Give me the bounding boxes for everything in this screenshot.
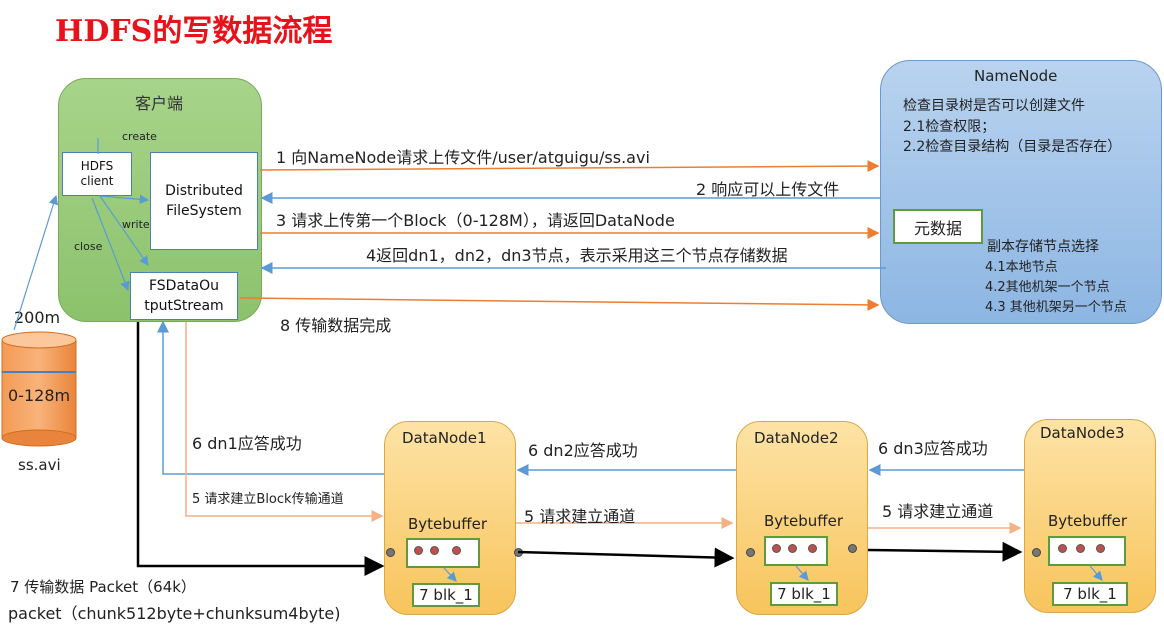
packet-dot	[788, 544, 797, 553]
step-6-dn3-label: 6 dn3应答成功	[878, 439, 988, 458]
datanode2-buffer-box	[764, 536, 828, 566]
fsdataoutputstream-box: FSDataOu tputStream	[130, 272, 238, 320]
datanode3-title: DataNode3	[1040, 424, 1125, 442]
file-block-label: 0-128m	[8, 386, 71, 405]
port-dot	[1032, 548, 1041, 557]
packet-definition-label: packet（chunk512byte+chunksum4byte)	[8, 604, 341, 623]
packet-dot	[772, 544, 781, 553]
metadata-box: 元数据	[893, 209, 983, 244]
distributed-filesystem-box: Distributed FileSystem	[150, 152, 258, 250]
create-label: create	[122, 130, 157, 143]
step-5-channel-dn2-label: 5 请求建立通道	[524, 507, 636, 526]
replica-title: 副本存储节点选择	[987, 239, 1099, 255]
client-title: 客户端	[134, 94, 183, 113]
step-7-packet-label: 7 传输数据 Packet（64k）	[10, 578, 196, 596]
port-dot	[746, 548, 755, 557]
namenode-check-3: 2.2检查目录结构（目录是否存在）	[903, 139, 1122, 155]
step-4-label: 4返回dn1，dn2，dn3节点，表示采用这三个节点存储数据	[366, 246, 788, 265]
datanode3-panel	[1024, 419, 1156, 613]
write-label: write	[122, 218, 150, 231]
step-1-label: 1 向NameNode请求上传文件/user/atguigu/ss.avi	[276, 148, 650, 167]
namenode-panel	[880, 60, 1162, 324]
file-size-label: 200m	[14, 308, 61, 327]
port-dot	[848, 544, 857, 553]
step-8-label: 8 传输数据完成	[280, 316, 392, 335]
packet-dot	[1076, 544, 1085, 553]
replica-item-1: 4.1本地节点	[985, 260, 1058, 275]
packet-dot	[808, 544, 817, 553]
datanode1-title: DataNode1	[402, 429, 487, 447]
step-3-label: 3 请求上传第一个Block（0-128M），请返回DataNode	[276, 211, 675, 230]
datanode1-bytebuffer: Bytebuffer	[408, 515, 488, 533]
namenode-check-2: 2.1检查权限；	[903, 119, 996, 135]
packet-dot	[1058, 544, 1067, 553]
datanode1-panel	[384, 421, 516, 615]
hdfs-client-box: HDFS client	[62, 152, 132, 196]
datanode3-bytebuffer: Bytebuffer	[1048, 512, 1128, 530]
step-6-dn2-label: 6 dn2应答成功	[528, 441, 638, 460]
close-label: close	[74, 240, 103, 253]
file-name-label: ss.avi	[18, 456, 61, 474]
packet-dot	[1096, 544, 1105, 553]
packet-dot	[430, 546, 439, 555]
replica-item-3: 4.3 其他机架另一个节点	[985, 300, 1127, 315]
file-cylinder	[1, 331, 77, 447]
packet-dot	[414, 546, 423, 555]
step-2-label: 2 响应可以上传文件	[696, 180, 840, 199]
datanode2-block-box: 7 blk_1	[770, 582, 838, 606]
datanode1-block-box: 7 blk_1	[412, 583, 480, 607]
packet-dot	[452, 546, 461, 555]
step-6-dn1-label: 6 dn1应答成功	[192, 434, 302, 453]
step-5-channel-dn3-label: 5 请求建立通道	[882, 502, 994, 521]
datanode3-block-box: 7 blk_1	[1052, 582, 1128, 606]
namenode-title: NameNode	[974, 67, 1058, 85]
page-title: HDFS的写数据流程	[55, 14, 333, 49]
datanode2-bytebuffer: Bytebuffer	[764, 512, 844, 530]
replica-item-2: 4.2其他机架一个节点	[985, 280, 1110, 295]
port-dot	[386, 548, 395, 557]
datanode2-title: DataNode2	[754, 429, 839, 447]
step-5-block-label: 5 请求建立Block传输通道	[192, 492, 344, 507]
namenode-check-1: 检查目录树是否可以创建文件	[903, 98, 1085, 114]
